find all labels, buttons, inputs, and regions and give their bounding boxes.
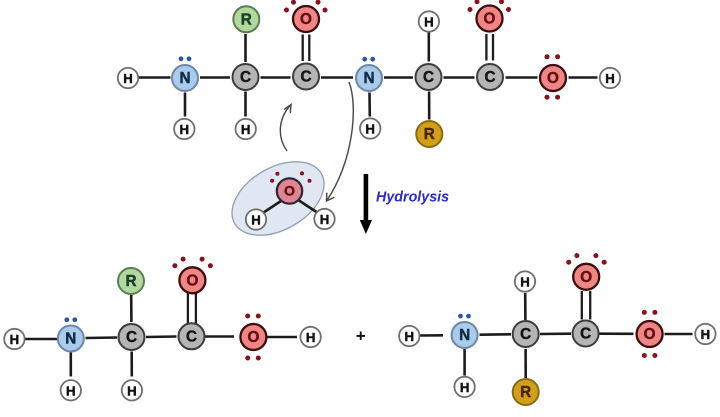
svg-text:H: H [251,213,261,228]
svg-text:C: C [126,329,137,346]
svg-text:R: R [125,273,136,290]
svg-text:H: H [405,329,415,344]
svg-text:H: H [306,330,316,345]
svg-text:N: N [65,331,76,348]
svg-text:O: O [186,272,198,289]
svg-text:H: H [127,383,137,398]
svg-text:H: H [241,122,251,137]
svg-text:C: C [300,69,311,86]
svg-text:O: O [547,70,559,87]
svg-text:Hydrolysis: Hydrolysis [376,190,449,206]
svg-text:N: N [363,70,374,87]
svg-text:H: H [365,122,375,137]
svg-text:H: H [123,71,133,86]
svg-text:O: O [580,269,592,286]
svg-text:O: O [484,11,496,28]
svg-text:H: H [460,380,470,395]
svg-text:H: H [520,275,530,290]
svg-text:H: H [10,332,20,347]
svg-text:N: N [179,70,190,87]
svg-text:+: + [356,327,366,346]
svg-text:H: H [180,122,190,137]
svg-text:H: H [701,327,711,342]
svg-text:O: O [644,326,656,343]
svg-text:R: R [424,126,435,143]
svg-text:C: C [186,328,197,345]
svg-text:H: H [424,15,434,30]
svg-text:R: R [520,384,531,401]
svg-text:O: O [284,184,295,200]
svg-text:C: C [580,326,591,343]
svg-text:H: H [66,383,76,398]
svg-text:C: C [520,326,531,343]
svg-text:R: R [241,11,252,28]
svg-text:H: H [605,71,615,86]
svg-text:C: C [240,69,251,86]
svg-text:C: C [484,69,495,86]
svg-text:H: H [320,212,330,227]
svg-text:O: O [247,329,259,346]
svg-text:C: C [423,69,434,86]
svg-text:N: N [459,327,470,344]
svg-text:O: O [300,11,312,28]
